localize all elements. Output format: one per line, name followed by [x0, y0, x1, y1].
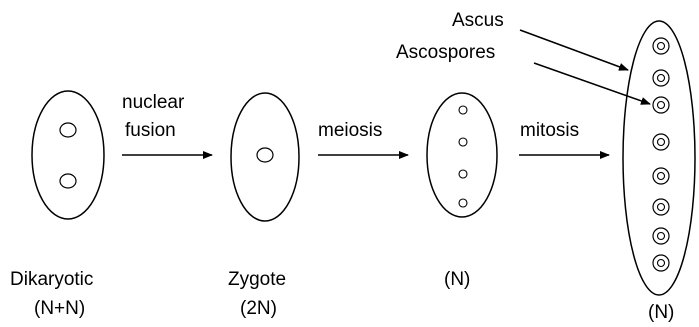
transition-label-meiosis: meiosis	[318, 120, 382, 141]
ascospores-pointer-arrow	[533, 62, 651, 105]
meiosis-product-cell	[426, 92, 498, 218]
ascospore	[652, 198, 670, 216]
ascospore	[652, 96, 670, 114]
nucleus	[59, 173, 77, 189]
nucleus	[458, 105, 468, 115]
ascospore	[652, 227, 670, 245]
ascospores-annotation-label: Ascospores	[396, 42, 495, 63]
nucleus	[458, 137, 468, 147]
dikaryotic-cell	[31, 90, 105, 220]
ascospores	[652, 37, 670, 272]
nucleus	[458, 198, 468, 208]
stage-name-dikaryotic: Dikaryotic	[10, 269, 93, 290]
ascus-annotation-label: Ascus	[452, 10, 504, 31]
zygote-cell	[230, 92, 300, 222]
ascospore	[652, 254, 670, 272]
ascus-outline	[622, 20, 696, 296]
ascus-cell	[622, 20, 696, 296]
stage-ploidy-meiosis-product: (N)	[444, 269, 470, 290]
nucleus	[59, 122, 77, 138]
stage-ploidy-dikaryotic: (N+N)	[34, 298, 85, 319]
nucleus	[458, 169, 468, 179]
transition-label-nuclear: nuclear	[122, 92, 185, 113]
cell-outline	[426, 92, 498, 218]
ascospore	[652, 133, 670, 151]
ascospore	[652, 69, 670, 87]
stage-ploidy-ascus: (N)	[648, 302, 674, 323]
cell-outline	[230, 92, 300, 222]
stage-name-zygote: Zygote	[228, 269, 286, 290]
stage-ploidy-zygote: (2N)	[240, 298, 277, 319]
nucleus	[256, 147, 274, 163]
ascospore	[652, 167, 670, 185]
cell-outline	[31, 90, 105, 220]
transition-label-fusion: fusion	[125, 120, 176, 141]
ascus-pointer-arrow	[519, 29, 629, 71]
transition-label-mitosis: mitosis	[520, 120, 579, 141]
ascospore	[652, 37, 670, 55]
